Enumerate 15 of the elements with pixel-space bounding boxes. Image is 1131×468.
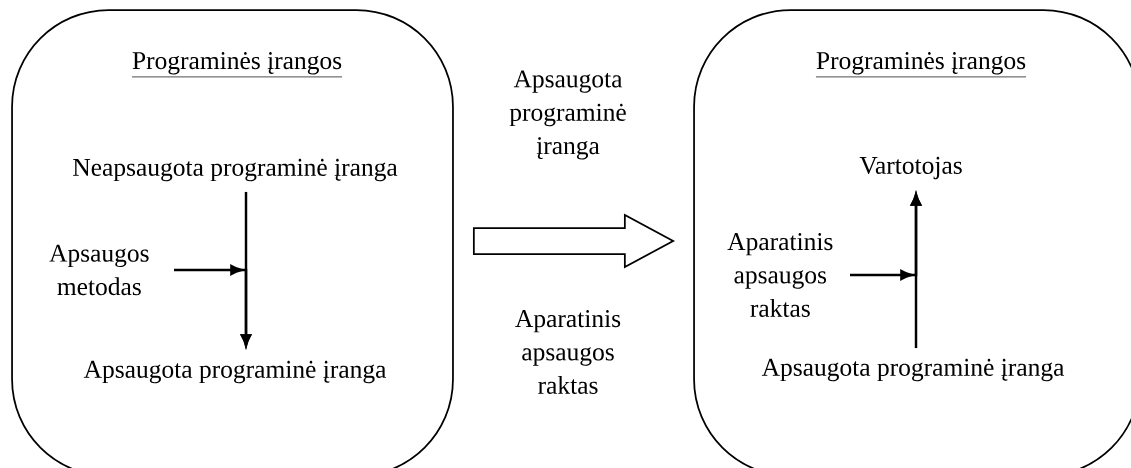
node-text: Apsaugota programinė įranga [761, 358, 1065, 382]
node-text: Apsaugota programinė įranga [83, 360, 387, 384]
block-arrow [472, 213, 676, 269]
rounded-box [11, 9, 454, 468]
arrow [850, 193, 922, 281]
node-text: Vartotojas [859, 156, 962, 180]
arrow [174, 264, 252, 347]
node-text: Aparatinis apsaugos raktas [727, 233, 833, 317]
box-heading: Programinės įrangos [815, 52, 1027, 78]
node-text: Neapsaugota programinė įranga [73, 158, 398, 182]
edge-label: Apsaugota programinė įranga [509, 70, 626, 160]
box-heading: Programinės įrangos [131, 52, 343, 78]
node-text: Apsaugos metodas [49, 244, 149, 296]
rounded-box [693, 9, 1131, 468]
note-text: Aparatinis apsaugos raktas [515, 310, 621, 394]
